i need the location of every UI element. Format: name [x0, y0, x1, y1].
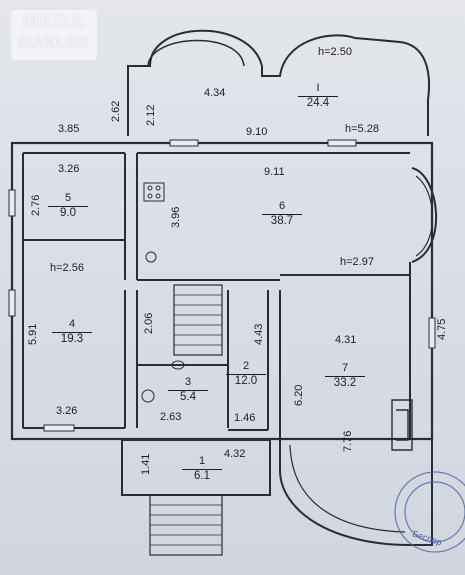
- dim-9-11: 9.11: [264, 166, 285, 178]
- dim-9-10: 9.10: [246, 126, 268, 138]
- dim-3-26-top: 3.26: [58, 163, 80, 175]
- dim-1-41: 1.41: [140, 453, 152, 475]
- dim-2-62: 2.62: [110, 100, 122, 122]
- dim-2-63: 2.63: [160, 411, 182, 423]
- dim-4-75: 4.75: [436, 318, 448, 340]
- dim-7-76: 7.76: [342, 430, 354, 452]
- dim-3-26-bottom: 3.26: [56, 405, 78, 417]
- height-label-upper: h=2.50: [318, 46, 352, 58]
- room-2-area: 12.0: [226, 374, 266, 387]
- room-5-number: 5: [64, 192, 72, 204]
- room-7-area: 33.2: [325, 376, 365, 389]
- room-3-area: 5.4: [168, 390, 208, 403]
- dim-2-06: 2.06: [143, 312, 155, 334]
- room-I-number: I: [316, 82, 320, 94]
- height-label-left: h=2.56: [50, 262, 84, 274]
- dim-4-43: 4.43: [253, 323, 265, 345]
- room-4-area: 19.3: [52, 332, 92, 345]
- dim-4-32: 4.32: [224, 448, 246, 460]
- dim-4-34: 4.34: [204, 87, 226, 99]
- dim-2-12: 2.12: [145, 104, 157, 126]
- dim-3-85: 3.85: [58, 123, 80, 135]
- dim-2-76: 2.76: [30, 194, 42, 216]
- room-5-area: 9.0: [48, 206, 88, 219]
- dim-6-20: 6.20: [293, 384, 305, 406]
- room-7-number: 7: [341, 362, 349, 374]
- room-1-number: 1: [198, 455, 206, 467]
- height-label-right: h=2.97: [340, 256, 374, 268]
- room-I-area: 24.4: [298, 96, 338, 109]
- dim-3-96: 3.96: [170, 206, 182, 228]
- dim-4-31: 4.31: [335, 334, 357, 346]
- watermark-logo: MEGA MAKLER: [11, 10, 97, 60]
- height-label-mid: h=5.28: [345, 123, 379, 135]
- room-4-number: 4: [68, 318, 76, 330]
- room-6-number: 6: [278, 200, 286, 212]
- watermark-top: MEGA: [22, 11, 86, 33]
- room-2-number: 2: [242, 360, 250, 372]
- dim-5-91: 5.91: [27, 323, 39, 345]
- room-1-area: 6.1: [182, 469, 222, 482]
- room-6-area: 38.7: [262, 214, 302, 227]
- room-3-number: 3: [184, 376, 192, 388]
- watermark-bottom: MAKLER: [18, 34, 90, 51]
- dim-1-46: 1.46: [234, 412, 256, 424]
